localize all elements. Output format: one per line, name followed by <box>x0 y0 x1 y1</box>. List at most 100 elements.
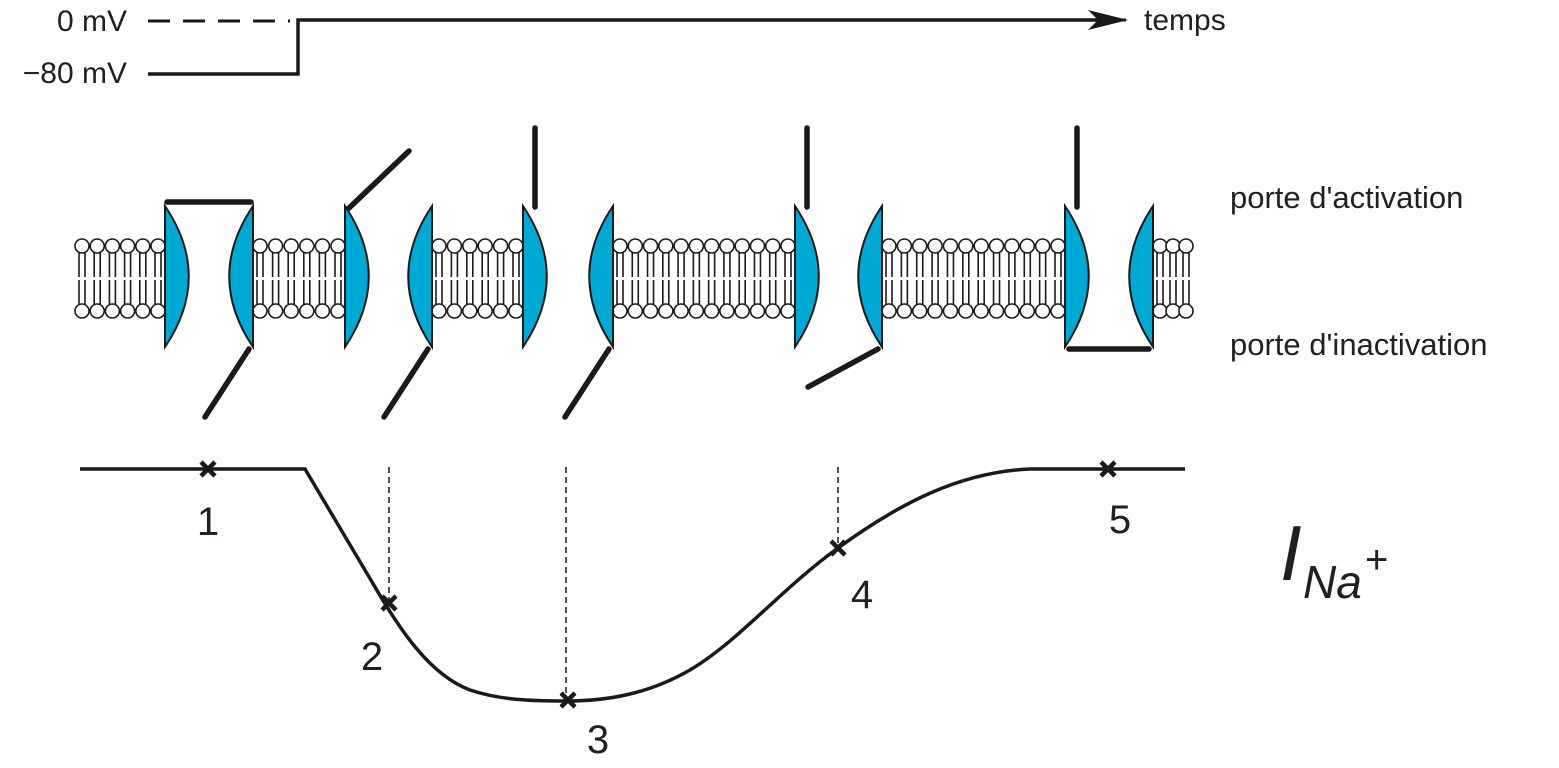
sodium-channel-4 <box>794 125 883 390</box>
label-0mv: 0 mV <box>57 5 127 38</box>
phospholipid <box>1178 238 1194 319</box>
time-point-5: 5 <box>1099 460 1131 542</box>
membrane-segment <box>1152 238 1194 319</box>
phospholipid <box>688 238 705 319</box>
label-temps: temps <box>1144 4 1226 37</box>
phospholipid <box>477 238 494 319</box>
time-point-2: 2 <box>361 594 398 679</box>
phospholipid <box>1050 238 1066 319</box>
phospholipid <box>431 238 447 319</box>
phospholipid <box>703 238 720 319</box>
phospholipid <box>927 238 943 319</box>
label-minus80mv: −80 mV <box>23 57 127 90</box>
phospholipid <box>612 238 628 319</box>
voltage-protocol: 0 mV −80 mV temps <box>23 4 1226 90</box>
label-activation-gate: porte d'activation <box>1230 180 1463 215</box>
phospholipid <box>973 238 989 319</box>
inactivation-gate-open <box>562 346 612 420</box>
phospholipid <box>492 238 509 319</box>
sodium-channel-3 <box>522 125 614 420</box>
phospholipid <box>627 238 644 319</box>
phospholipid <box>267 238 284 319</box>
voltage-step-line <box>148 18 1110 76</box>
sodium-current-trace <box>80 467 1185 703</box>
phospholipid <box>642 238 659 319</box>
phospholipid <box>749 238 766 319</box>
ina-label-superscript: + <box>1365 538 1388 582</box>
phospholipid <box>135 238 151 319</box>
channel-subunit-right <box>857 202 883 351</box>
phospholipid <box>508 238 524 319</box>
channel-subunit-right <box>228 202 254 351</box>
time-point-label: 5 <box>1109 498 1131 542</box>
phospholipid <box>1165 238 1181 319</box>
channel-subunit-left <box>1064 202 1090 351</box>
phospholipid <box>330 238 346 319</box>
sodium-channel-5 <box>1064 125 1154 352</box>
ina-label-subscript: Na <box>1303 556 1362 608</box>
channel-subunit-right <box>1128 202 1154 351</box>
phospholipid <box>673 238 689 319</box>
activation-gate-opening <box>346 148 412 211</box>
inactivation-gate-closing <box>805 346 881 390</box>
inactivation-gate-open <box>381 346 431 420</box>
channel-subunit-right <box>588 202 614 351</box>
phospholipid <box>74 238 90 319</box>
phospholipid <box>780 238 796 319</box>
phospholipid <box>734 238 750 319</box>
channel-subunit-left <box>344 202 370 351</box>
ina-label: I Na + <box>1280 509 1388 608</box>
phospholipid <box>958 238 974 319</box>
membrane-segment <box>612 238 796 319</box>
phospholipid <box>119 238 136 319</box>
channel-subunit-left <box>164 202 190 351</box>
phospholipid <box>942 238 959 319</box>
phospholipid <box>881 238 897 319</box>
ina-label-main: I <box>1280 509 1302 597</box>
cross-marker-icon <box>559 691 577 709</box>
label-inactivation-gate: porte d'inactivation <box>1230 327 1488 362</box>
time-point-3: 3 <box>559 691 609 762</box>
phospholipid <box>658 238 674 319</box>
time-point-label: 2 <box>361 635 383 679</box>
time-point-label: 4 <box>851 573 873 617</box>
sodium-channel-2 <box>344 148 433 420</box>
phospholipid <box>719 238 735 319</box>
time-point-4: 4 <box>829 539 873 617</box>
sodium-channels <box>164 125 1154 420</box>
channel-subunit-left <box>522 202 548 351</box>
membrane-segment <box>252 238 346 319</box>
cross-marker-icon <box>829 539 847 557</box>
phospholipid <box>446 238 463 319</box>
cross-marker-icon <box>199 460 217 478</box>
time-point-1: 1 <box>197 460 219 544</box>
channel-subunit-right <box>407 202 433 351</box>
phospholipid <box>1152 238 1168 319</box>
inactivation-gate-open <box>202 346 252 420</box>
cross-marker-icon <box>1099 460 1117 478</box>
phospholipid <box>314 238 331 319</box>
phospholipid <box>104 238 121 319</box>
phospholipid <box>283 238 300 319</box>
membrane-segment <box>881 238 1066 319</box>
phospholipid <box>988 238 1005 319</box>
channel-subunit-left <box>794 202 820 351</box>
phospholipid <box>896 238 913 319</box>
phospholipid <box>461 238 478 319</box>
time-point-label: 1 <box>197 500 219 544</box>
phospholipid <box>764 238 781 319</box>
phospholipid <box>1019 238 1036 319</box>
current-curve <box>80 467 1185 703</box>
phospholipid <box>89 238 105 319</box>
membrane-segment <box>74 238 166 319</box>
phospholipid <box>1034 238 1051 319</box>
cross-marker-icon <box>380 594 398 612</box>
membrane-segment <box>431 238 524 319</box>
phospholipid <box>911 238 928 319</box>
time-point-label: 3 <box>587 718 609 762</box>
phospholipid <box>1004 238 1020 319</box>
phospholipid <box>252 238 268 319</box>
sodium-channel-1 <box>164 199 254 420</box>
phospholipid <box>298 238 315 319</box>
